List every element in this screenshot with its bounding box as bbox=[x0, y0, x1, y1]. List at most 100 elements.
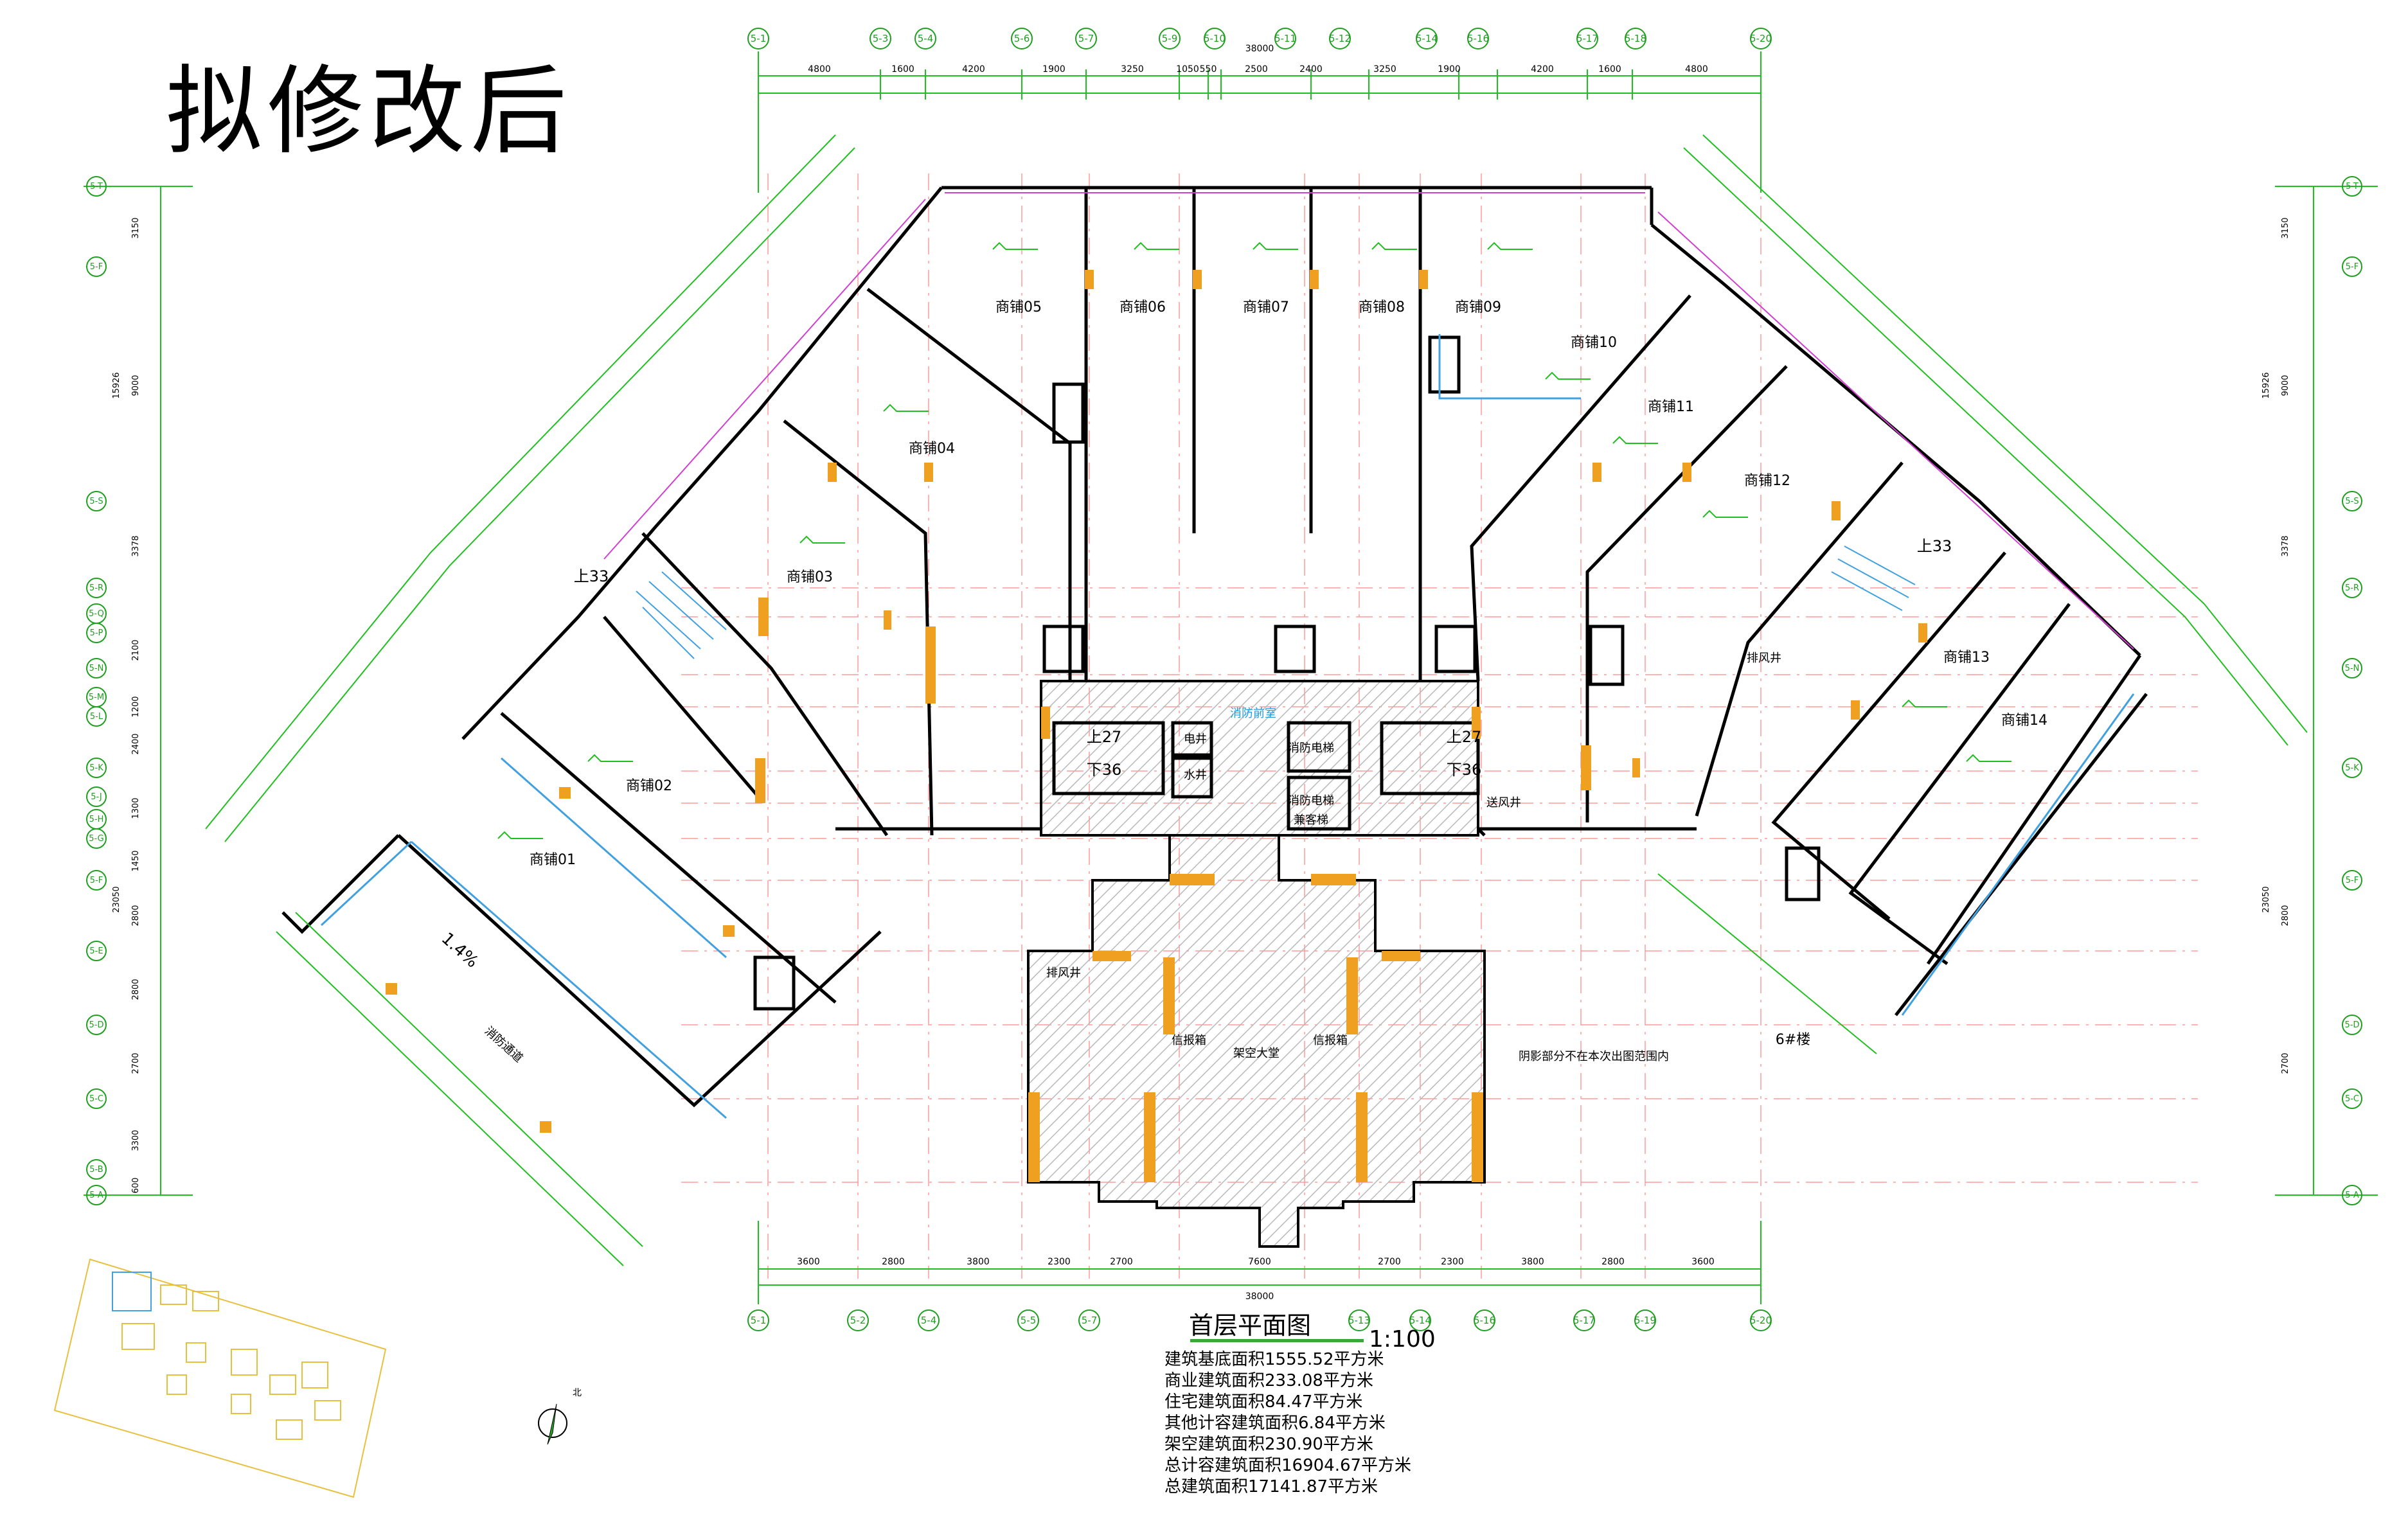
axis-bubble: 5-K bbox=[86, 758, 107, 778]
axis-bubble: 5-R bbox=[2342, 578, 2362, 598]
dimension-text: 2800 bbox=[131, 905, 141, 926]
dimension-text: 2500 bbox=[1245, 64, 1268, 75]
axis-bubble: 5-17 bbox=[1573, 1309, 1595, 1331]
dimension-total: 23050 bbox=[2261, 886, 2271, 912]
dimension-text: 2700 bbox=[1110, 1257, 1133, 1267]
room-label: 消防电梯 bbox=[1288, 794, 1334, 808]
shop-label: 商铺09 bbox=[1455, 299, 1501, 315]
axis-bubble: 5-13 bbox=[1348, 1309, 1370, 1331]
axis-bubble: 5-5 bbox=[1017, 1309, 1039, 1331]
axis-bubble: 5-14 bbox=[1409, 1309, 1431, 1331]
columns bbox=[386, 270, 1927, 1182]
axis-bubble: 5-C bbox=[2342, 1088, 2362, 1109]
axis-bubble: 5-N bbox=[2342, 658, 2362, 679]
axis-bubble: 5-M bbox=[86, 687, 107, 707]
axis-bubble: 5-G bbox=[86, 828, 107, 849]
axis-bubbles-left: 5-T 5-F 5-S 5-R 5-Q 5-P 5-N 5-M 5-L 5-K … bbox=[86, 176, 107, 1205]
axis-bubble: 5-2 bbox=[847, 1309, 869, 1331]
area-line: 总计容建筑面积16904.67平方米 bbox=[1164, 1456, 1412, 1475]
axis-label: 5-14 bbox=[1409, 1315, 1431, 1326]
shop-labels: 商铺01 商铺02 商铺03 商铺04 商铺05 商铺06 商铺07 商铺08 … bbox=[530, 299, 2047, 868]
axis-label: 5-10 bbox=[1204, 33, 1226, 44]
axis-label: 5-S bbox=[89, 497, 103, 506]
axis-bubble: 5-16 bbox=[1467, 28, 1489, 49]
shop-label: 商铺14 bbox=[2001, 713, 2047, 729]
axis-bubble: 5-16 bbox=[1474, 1309, 1495, 1331]
axis-label: 5-P bbox=[90, 628, 103, 638]
axis-bubble: 5-T bbox=[2342, 176, 2362, 197]
dimension-text: 2400 bbox=[1299, 64, 1323, 75]
axis-label: 5-17 bbox=[1576, 33, 1598, 44]
axis-label: 5-20 bbox=[1750, 33, 1772, 44]
axis-bubbles-bottom: 5-1 5-2 5-4 5-5 5-7 5-13 5-14 5-16 5-17 … bbox=[747, 1309, 1772, 1331]
blue-lines bbox=[320, 334, 2135, 1119]
axis-bubble: 5-P bbox=[86, 623, 107, 643]
axis-label: 5-18 bbox=[1625, 33, 1646, 44]
axis-bubble: 5-N bbox=[86, 658, 107, 679]
room-label: 送风井 bbox=[1486, 796, 1521, 810]
dimension-total: 15926 bbox=[2261, 372, 2271, 398]
dimension-ticks bbox=[880, 69, 1633, 100]
axis-bubble: 5-S bbox=[2342, 491, 2362, 511]
axis-bubble: 5-4 bbox=[914, 28, 936, 49]
dimension-total: 38000 bbox=[1245, 1291, 1274, 1302]
dimension-text: 2300 bbox=[1441, 1257, 1464, 1267]
axis-bubble: 5-E bbox=[86, 941, 107, 961]
axis-label: 5-14 bbox=[1416, 33, 1438, 44]
shop-label: 商铺03 bbox=[787, 569, 833, 585]
axis-label: 5-11 bbox=[1274, 33, 1296, 44]
axis-label: 5-C bbox=[89, 1094, 103, 1104]
dimension-text: 1450 bbox=[131, 850, 141, 871]
axis-label: 5-K bbox=[2345, 763, 2359, 773]
shop-label: 商铺04 bbox=[909, 441, 955, 457]
axis-bubble: 5-18 bbox=[1625, 28, 1646, 49]
room-label: 兼客梯 bbox=[1294, 813, 1328, 827]
axis-bubble: 5-T bbox=[86, 176, 107, 197]
axis-bubble: 5-11 bbox=[1274, 28, 1296, 49]
dimension-text: 600 bbox=[131, 1178, 141, 1194]
axis-label: 5-T bbox=[90, 182, 103, 191]
dimension-text: 2300 bbox=[1048, 1257, 1071, 1267]
axis-label: 5-A bbox=[2345, 1191, 2359, 1200]
axis-label: 5-C bbox=[2345, 1094, 2359, 1104]
axis-bubble: 5-D bbox=[2342, 1015, 2362, 1035]
dimension-text: 3150 bbox=[131, 217, 141, 238]
dimension-text: 1200 bbox=[131, 696, 141, 717]
room-label: 电井 bbox=[1184, 732, 1207, 746]
axis-label: 5-E bbox=[89, 946, 103, 956]
dimension-total: 15926 bbox=[112, 372, 121, 398]
axis-label: 5-N bbox=[2345, 664, 2360, 673]
dimension-texts-left: 3150 9000 3378 2100 1200 2400 1300 1450 … bbox=[112, 217, 2290, 1193]
axis-bubble: 5-J bbox=[86, 786, 107, 807]
axis-label: 5-R bbox=[2345, 583, 2359, 593]
dimension-text: 4200 bbox=[1531, 64, 1554, 75]
axis-label: 5-F bbox=[90, 262, 103, 272]
axis-bubble: 5-14 bbox=[1416, 28, 1438, 49]
axis-label: 5-L bbox=[90, 712, 103, 722]
axis-label: 5-4 bbox=[918, 33, 934, 44]
axis-label: 5-17 bbox=[1573, 1315, 1595, 1326]
axis-label: 5-D bbox=[89, 1020, 104, 1030]
axis-label: 5-7 bbox=[1082, 1315, 1098, 1326]
axis-label: 5-T bbox=[2346, 182, 2359, 191]
axis-bubble: 5-4 bbox=[918, 1309, 940, 1331]
dimension-text: 1050 bbox=[1176, 64, 1199, 75]
shop-label: 商铺11 bbox=[1648, 399, 1694, 415]
dimension-text: 2700 bbox=[2281, 1052, 2290, 1074]
room-label: 消防前室 bbox=[1230, 707, 1276, 720]
axis-label: 5-4 bbox=[921, 1315, 937, 1326]
dimension-text: 3600 bbox=[797, 1257, 820, 1267]
axis-bubble: 5-H bbox=[86, 809, 107, 829]
dimension-text: 7600 bbox=[1248, 1257, 1271, 1267]
north-arrow-icon bbox=[538, 1403, 567, 1445]
axis-label: 5-6 bbox=[1014, 33, 1030, 44]
dimension-text: 1600 bbox=[891, 64, 914, 75]
axis-label: 5-16 bbox=[1467, 33, 1489, 44]
shop-label: 商铺05 bbox=[995, 299, 1042, 315]
dimension-text: 3300 bbox=[131, 1130, 141, 1151]
dimension-text: 1900 bbox=[1042, 64, 1066, 75]
drawing-title: 首层平面图 bbox=[1189, 1311, 1312, 1340]
elevation-markers bbox=[497, 242, 2011, 839]
shop-label: 商铺02 bbox=[626, 778, 672, 794]
axis-bubble: 5-F bbox=[2342, 870, 2362, 891]
